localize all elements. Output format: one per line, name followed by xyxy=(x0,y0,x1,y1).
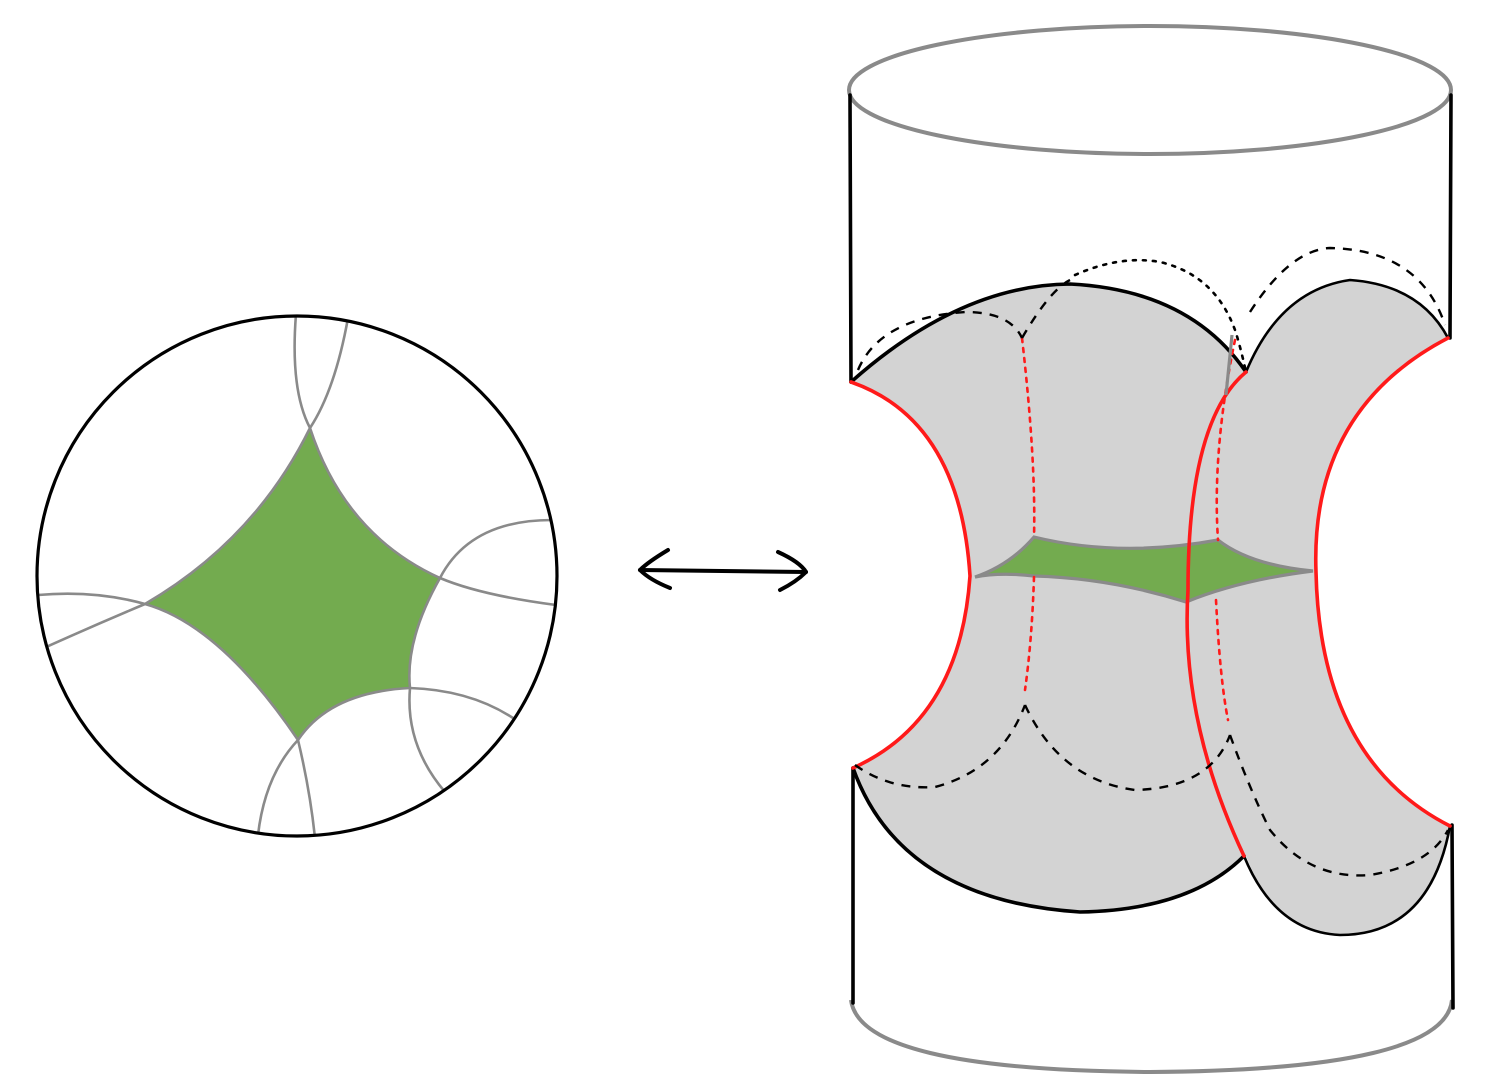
hidden-curve-top-left xyxy=(856,310,1024,371)
geodesic-arc-right-inner xyxy=(408,577,442,689)
geodesic-arc-upper-right xyxy=(308,427,441,580)
red-cut-middle xyxy=(1185,370,1248,858)
hidden-curve-top-back xyxy=(1248,246,1447,326)
surface-bottom-arc-back xyxy=(1242,825,1452,937)
disk-interior xyxy=(37,316,557,836)
cylinder-diagram xyxy=(847,24,1455,1075)
hidden-curve-bottom-left xyxy=(854,704,1027,789)
grey-short-geodesic xyxy=(1224,334,1234,396)
red-hidden-cut-left xyxy=(1020,336,1036,692)
geodesic-arc-bottom-2 xyxy=(296,739,317,836)
cylinder-left-side-top xyxy=(848,93,853,384)
surface-front-sheet xyxy=(851,284,1246,912)
red-cut-left xyxy=(849,380,972,770)
geodesic-arc-lower-right-1 xyxy=(408,687,446,793)
surface-bottom-arc-front xyxy=(851,766,1246,914)
geodesic-arc-left-2 xyxy=(43,602,146,650)
green-strip-border xyxy=(974,535,1314,604)
cylinder-bottom-rim xyxy=(849,999,1454,1075)
hidden-curve-top-mid xyxy=(1020,278,1071,339)
red-cut-right xyxy=(1313,336,1452,828)
geodesic-arc-top-left xyxy=(293,316,312,429)
hidden-curve-top-dotted xyxy=(1073,258,1248,374)
cylinder-right-side-bottom xyxy=(1450,823,1455,1010)
geodesic-arc-left-1 xyxy=(37,592,146,606)
geodesic-arc-upper-left xyxy=(144,427,312,606)
surface-top-arc-back xyxy=(1244,278,1450,373)
geodesic-arc-top-right xyxy=(308,317,350,429)
cylinder-top-ellipse xyxy=(847,24,1453,156)
surface-top-arc-front xyxy=(849,282,1248,384)
geodesic-arc-right-top xyxy=(438,518,553,579)
geodesic-arc-bottom-inner xyxy=(296,686,411,741)
green-fundamental-region xyxy=(145,428,440,740)
geodesic-arc-lower-left xyxy=(144,602,300,741)
double-arrow-icon xyxy=(638,548,808,592)
green-strip-region xyxy=(975,537,1313,602)
geodesic-arc-lower-right-2 xyxy=(409,686,514,720)
red-hidden-cut-right xyxy=(1214,338,1237,722)
geodesic-arcs xyxy=(37,316,557,836)
hidden-curve-bottom-mid xyxy=(1023,704,1232,792)
disk-boundary-circle xyxy=(35,314,559,838)
poincare-disk xyxy=(35,314,559,838)
geodesic-arc-right-middle xyxy=(439,576,557,607)
geodesic-arc-bottom-1 xyxy=(256,739,299,836)
hidden-curve-bottom-back xyxy=(1228,734,1450,877)
cylinder-right-side-top xyxy=(1448,93,1453,340)
